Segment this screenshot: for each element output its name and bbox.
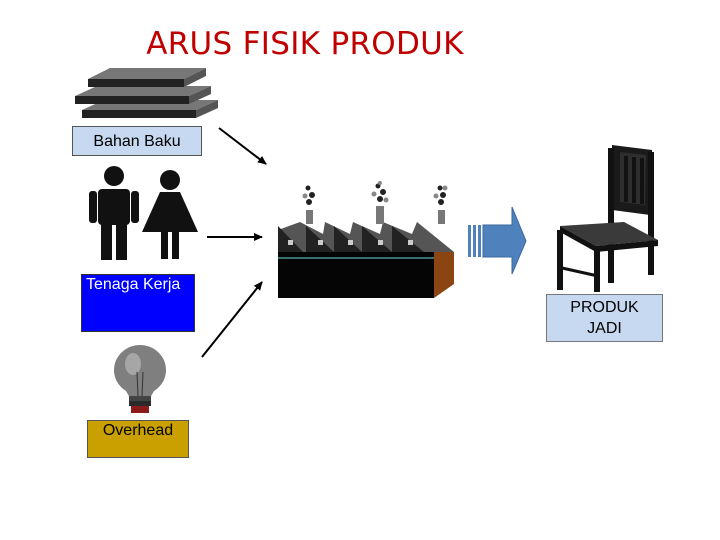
- page-title: ARUS FISIK PRODUK: [146, 26, 464, 62]
- man-woman-icon: [89, 166, 198, 260]
- produk-jadi-box: PRODUK JADI: [546, 294, 663, 342]
- lightbulb-icon: [114, 345, 166, 413]
- factory-icon: [278, 181, 454, 298]
- produk-jadi-line1: PRODUK: [570, 299, 639, 316]
- tenaga-kerja-box: Tenaga Kerja: [81, 274, 195, 332]
- produk-jadi-line2: JADI: [587, 320, 622, 337]
- block-arrow-icon: [468, 206, 527, 275]
- arrow-overhead: [201, 281, 263, 358]
- chair-icon: [557, 145, 658, 292]
- bahan-baku-box: Bahan Baku: [72, 126, 202, 156]
- overhead-box: Overhead: [87, 420, 189, 458]
- stacked-plates-icon: [75, 68, 218, 118]
- arrow-bahan-baku: [218, 127, 267, 165]
